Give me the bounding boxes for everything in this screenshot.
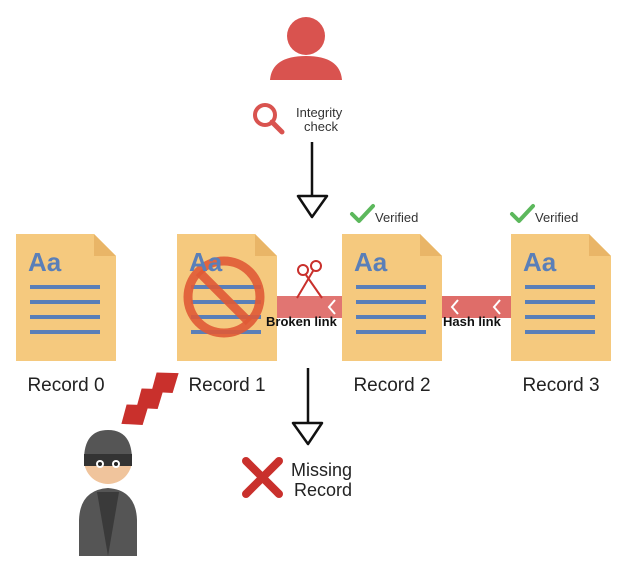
missing-x-icon (242, 457, 283, 498)
magnifier-icon (253, 103, 285, 135)
missing-label-line1: Missing (291, 460, 353, 480)
integrity-label-line2: check (304, 119, 338, 134)
broken-link-label: Broken link (266, 314, 337, 329)
record-1-doc-text: Aa (189, 247, 223, 277)
prohibited-icon (183, 256, 265, 338)
missing-label-line2: Record (294, 480, 353, 500)
verified-check-icon (350, 204, 375, 223)
record-0-label: Record 0 (27, 375, 105, 396)
verified-label-record-3: Verified (535, 210, 579, 225)
record-3-doc-text: Aa (523, 247, 557, 277)
attack-chevrons (121, 372, 179, 426)
user-icon (270, 17, 342, 80)
record-0-doc-text: Aa (28, 247, 62, 277)
hash-link-label: Hash link (443, 314, 501, 329)
scissors-icon (296, 260, 323, 299)
verified-label-record-2: Verified (375, 210, 419, 225)
record-1-label: Record 1 (188, 375, 266, 396)
record-2-label: Record 2 (353, 375, 431, 396)
integrity-label-line1: Integrity (296, 105, 343, 120)
broken-link (276, 296, 342, 318)
check-arrow (296, 142, 329, 219)
hash-link (440, 296, 513, 318)
record-3-label: Record 3 (522, 375, 600, 396)
record-2-doc-text: Aa (354, 247, 388, 277)
missing-arrow (291, 368, 324, 446)
verified-check-icon (510, 204, 535, 223)
attacker-icon (79, 430, 137, 556)
